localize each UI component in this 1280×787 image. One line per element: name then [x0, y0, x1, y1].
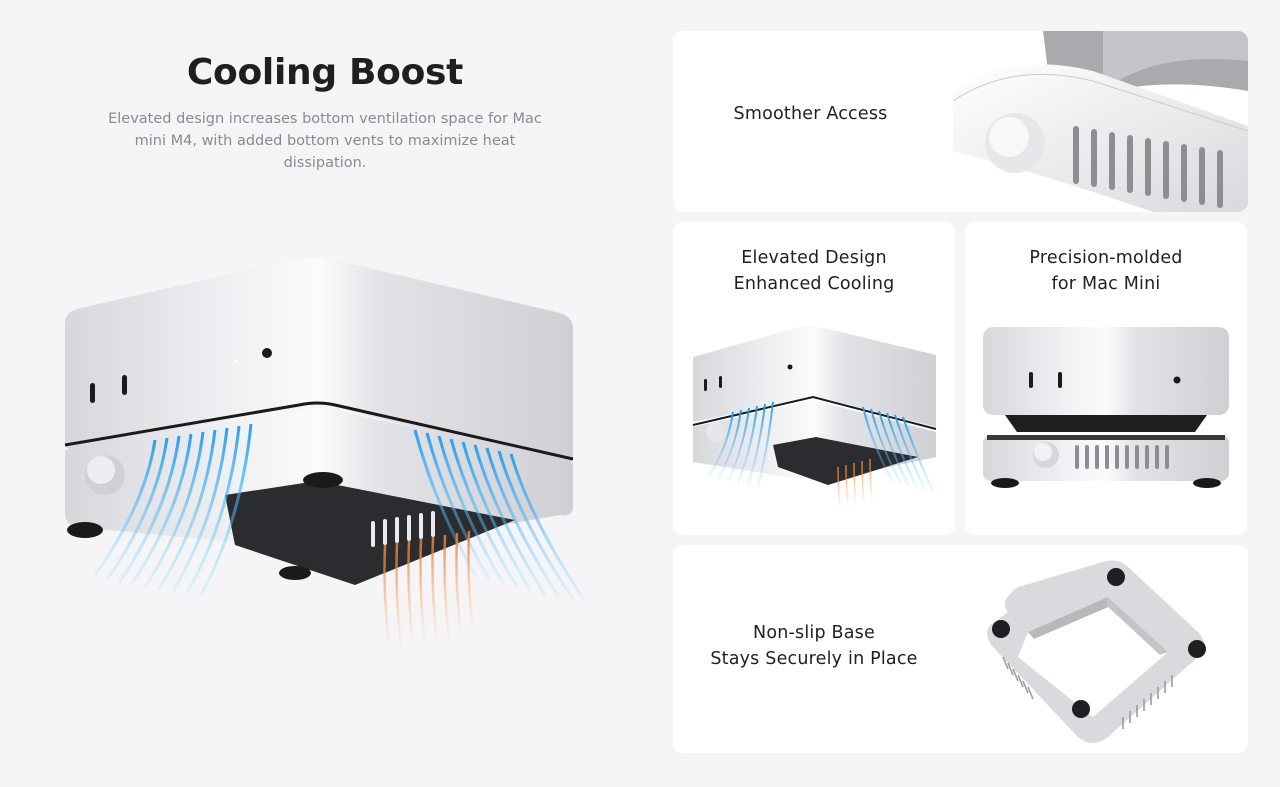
feature-card-label: Smoother Access — [733, 104, 888, 124]
page-title: Cooling Boost — [186, 52, 464, 93]
stand-underside-image — [987, 560, 1206, 743]
stand-corner-closeup-image — [953, 31, 1248, 212]
mac-mini-on-stand-airflow-image — [692, 325, 937, 507]
hero-product-image — [55, 245, 600, 655]
feature-card-label: Non-slip Base Stays Securely in Place — [710, 623, 918, 669]
hero-description: Elevated design increases bottom ventila… — [108, 111, 542, 171]
mac-mini-above-stand-image — [983, 327, 1229, 488]
feature-card-label: Elevated Design Enhanced Cooling — [733, 248, 895, 294]
feature-card-smoother-access: Smoother Access — [673, 31, 1248, 212]
feature-card-elevated-design: Elevated Design Enhanced Cooling — [673, 222, 955, 535]
feature-card-non-slip-base: Non-slip Base Stays Securely in Place — [673, 545, 1248, 753]
feature-card-label: Precision-molded for Mac Mini — [1029, 248, 1183, 294]
feature-card-precision-molded: Precision-molded for Mac Mini — [965, 222, 1247, 535]
